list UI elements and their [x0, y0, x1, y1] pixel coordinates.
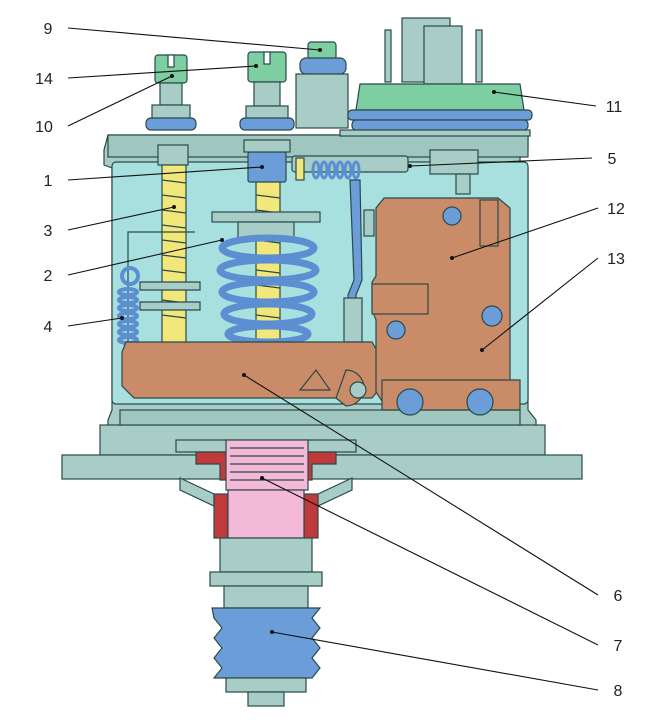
leader-7 [261, 477, 599, 646]
callout-2: 2 [44, 268, 53, 285]
left-adjust-terminal [145, 54, 197, 131]
leader-10 [67, 75, 173, 127]
callout-5: 5 [608, 151, 617, 168]
callout-13: 13 [607, 251, 625, 268]
leader-8 [271, 631, 599, 691]
pressure-connection [209, 537, 323, 707]
leader-3 [67, 206, 175, 231]
leader-lines [67, 27, 599, 691]
reset-cap [295, 41, 349, 129]
callout-7: 7 [614, 638, 623, 655]
main-lever [121, 341, 381, 407]
leader-9 [67, 27, 321, 51]
leader-11 [493, 91, 597, 107]
callout-9: 9 [44, 21, 53, 38]
mounting-plate [61, 454, 583, 480]
callout-1: 1 [44, 173, 53, 190]
leader-5 [409, 157, 593, 167]
callout-3: 3 [44, 223, 53, 240]
contact-block [381, 379, 521, 416]
leader-1 [67, 166, 263, 181]
cable-gland [339, 17, 533, 137]
leader-6 [243, 374, 599, 596]
callout-6: 6 [614, 588, 623, 605]
leader-4 [67, 317, 123, 327]
callout-4: 4 [44, 319, 53, 336]
main-adjust-screw [157, 144, 189, 346]
leader-13 [481, 257, 599, 351]
snap-mechanism [291, 149, 479, 343]
bellows-assembly [175, 439, 357, 539]
adjusting-nut [243, 139, 291, 183]
callout-10: 10 [35, 119, 53, 136]
callout-11: 11 [606, 99, 623, 116]
right-adjust-terminal [239, 51, 295, 131]
callout-14: 14 [35, 71, 53, 88]
leader-12 [451, 207, 599, 259]
leader-2 [67, 239, 223, 276]
tension-spring [117, 266, 140, 345]
leader-14 [67, 65, 257, 79]
callout-8: 8 [614, 683, 623, 700]
callout-12: 12 [607, 201, 625, 218]
callout-labels: 1 2 3 4 5 6 7 8 9 10 11 12 13 14 [35, 21, 625, 700]
micro-switch [363, 197, 511, 405]
